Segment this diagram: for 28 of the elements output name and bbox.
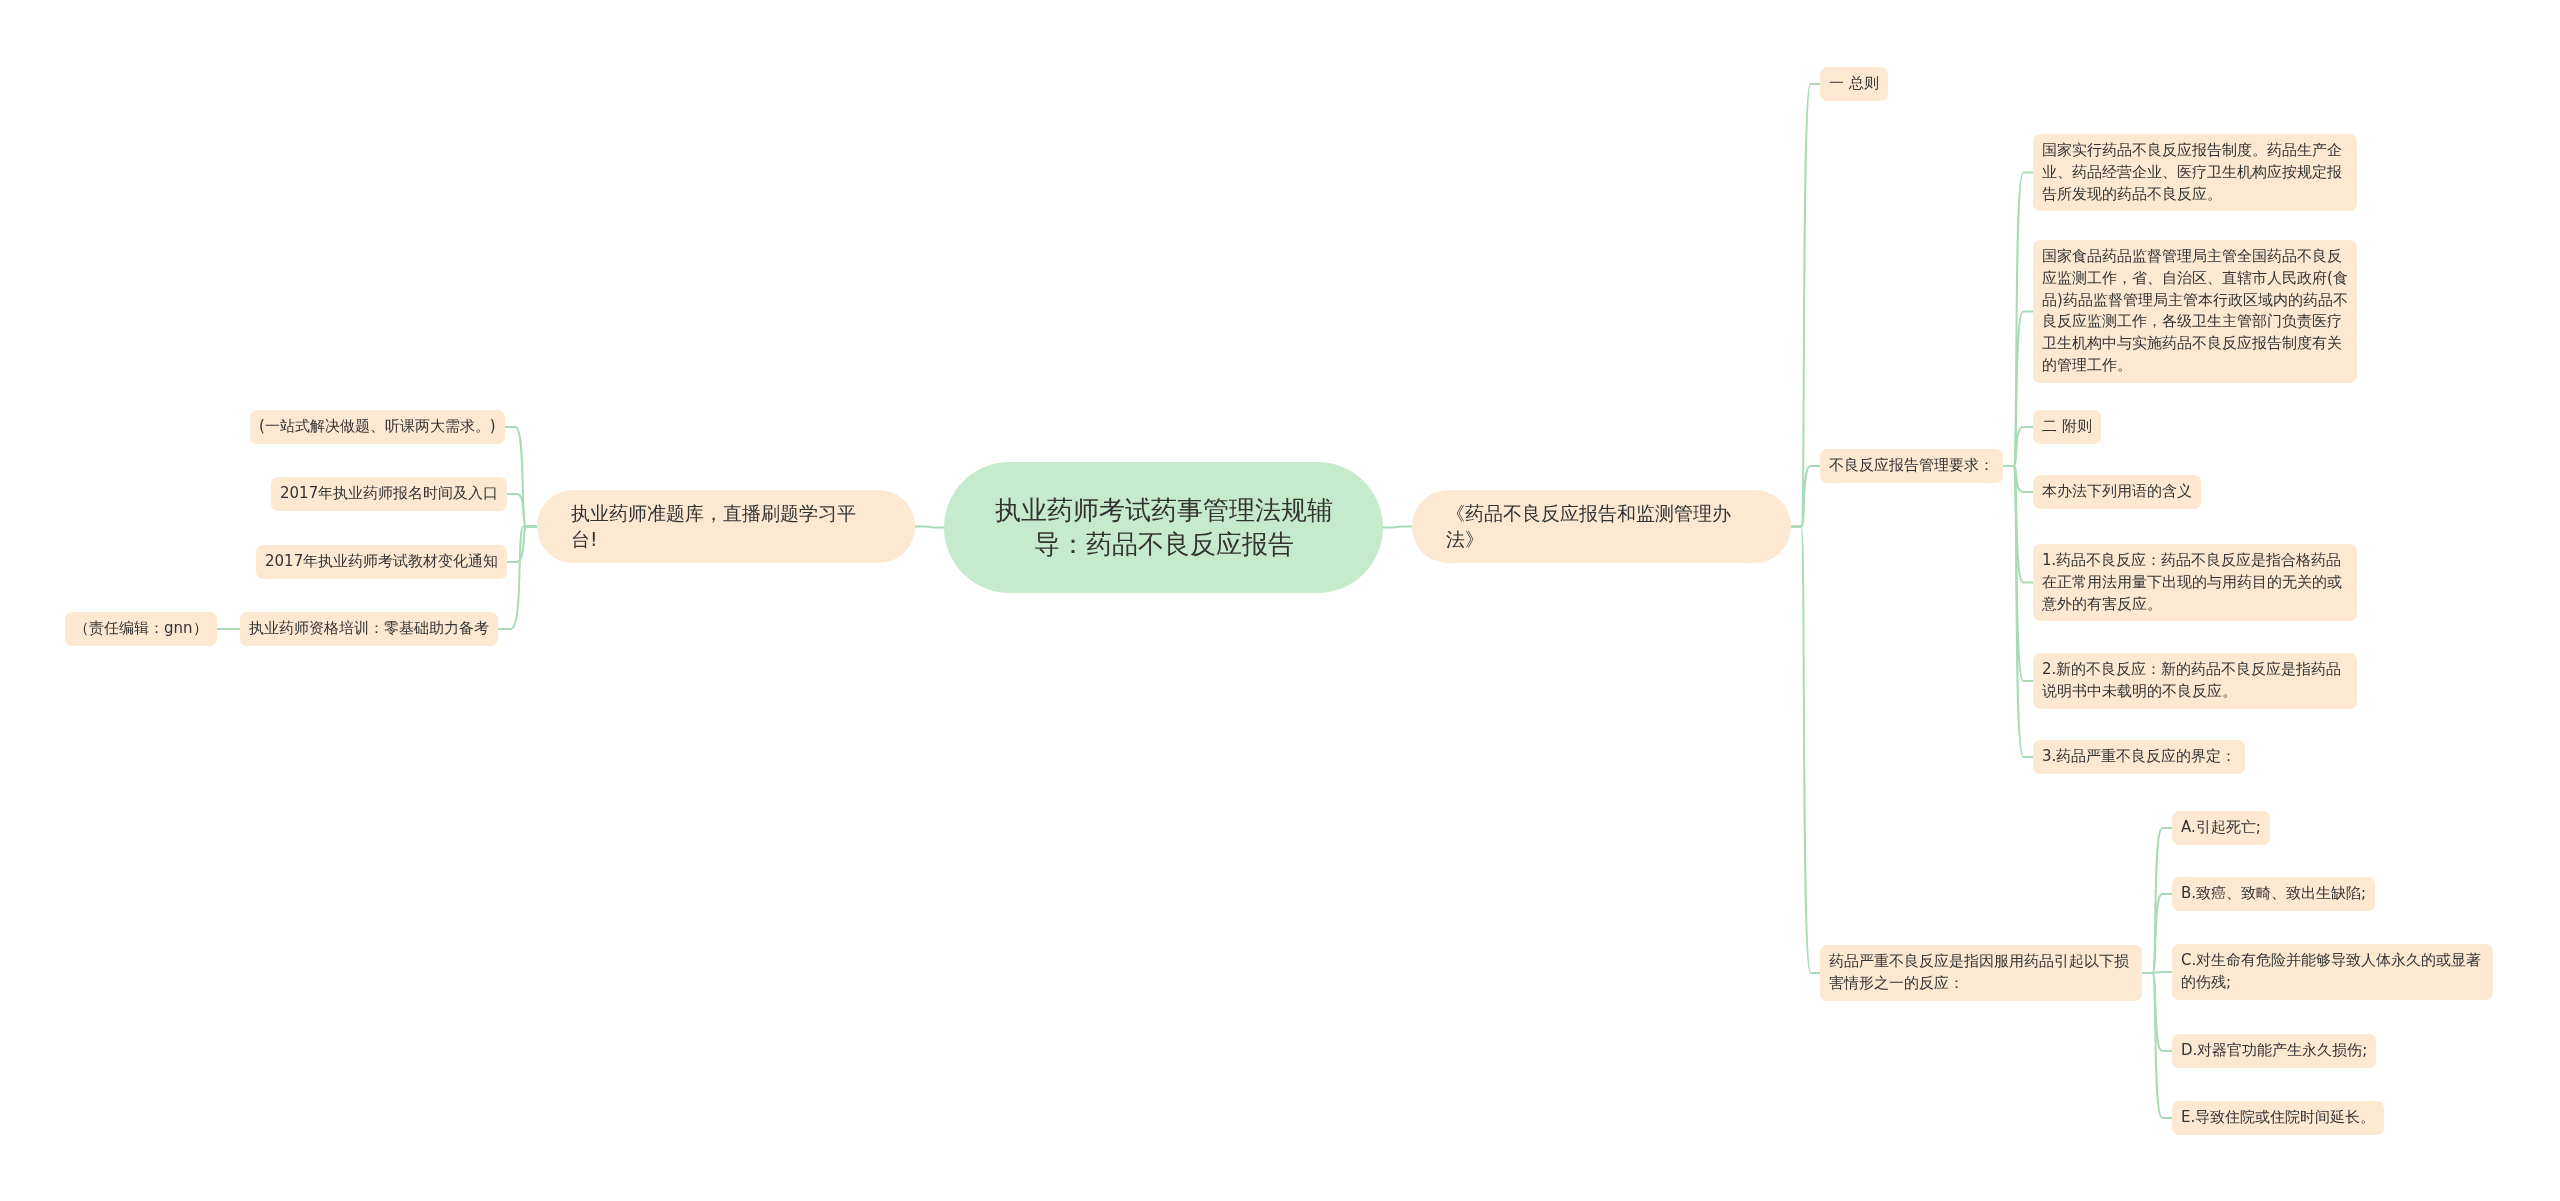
subtopic-box: 2017年执业药师考试教材变化通知 — [256, 545, 508, 579]
subtopic-box: 国家食品药品监督管理局主管全国药品不良反应监测工作，省、自治区、直辖市人民政府(食品)药品监督管理局主管本行政区域内的药品不良反应监测工作，各级卫生主管部门负责医疗卫生机构中与实施药品不良反应报告制度有关的管理工作。 — [2033, 240, 2357, 383]
connector-line — [2002, 465, 2034, 758]
subtopic-box: E.导致住院或住院时间延长。 — [2172, 1101, 2385, 1135]
subtopic-box: 本办法下列用语的含义 — [2033, 475, 2201, 509]
connector-line — [1790, 525, 1821, 974]
branch-topic: 执业药师准题库，直播刷题学习平台! — [537, 490, 915, 563]
subtopic-box: （责任编辑：gnn） — [65, 612, 217, 646]
subtopic-box: 3.药品严重不良反应的界定： — [2033, 740, 2246, 774]
subtopic-box: 二 附则 — [2033, 410, 2101, 444]
connector-line — [914, 525, 945, 529]
branch-topic: 《药品不良反应报告和监测管理办法》 — [1412, 490, 1791, 563]
subtopic-box: 国家实行药品不良反应报告制度。药品生产企业、药品经营企业、医疗卫生机构应按规定报告所发现的药品不良反应。 — [2033, 134, 2357, 212]
subtopic-box: 2017年执业药师报名时间及入口 — [271, 477, 508, 511]
subtopic-box: 2.新的不良反应：新的药品不良反应是指药品说明书中未载明的不良反应。 — [2033, 653, 2357, 709]
connector-line — [216, 628, 241, 630]
subtopic-box: A.引起死亡; — [2172, 811, 2270, 845]
subtopic-box: C.对生命有危险并能够导致人体永久的或显著的伤残; — [2172, 944, 2493, 1000]
subtopic-box: 不良反应报告管理要求： — [1820, 449, 2003, 483]
central-topic: 执业药师考试药事管理法规辅导：药品不良反应报告 — [944, 462, 1383, 593]
subtopic-box: 药品严重不良反应是指因服用药品引起以下损害情形之一的反应： — [1820, 945, 2142, 1001]
subtopic-box: 一 总则 — [1820, 67, 1888, 101]
connector-line — [1382, 525, 1413, 529]
subtopic-box: B.致癌、致畸、致出生缺陷; — [2172, 877, 2376, 911]
subtopic-box: 执业药师资格培训：零基础助力备考 — [240, 612, 498, 646]
subtopic-box: (一站式解决做题、听课两大需求。) — [250, 410, 505, 444]
subtopic-box: D.对器官功能产生永久损伤; — [2172, 1034, 2377, 1068]
subtopic-box: 1.药品不良反应：药品不良反应是指合格药品在正常用法用量下出现的与用药目的无关的或意外的有害反应。 — [2033, 544, 2357, 622]
